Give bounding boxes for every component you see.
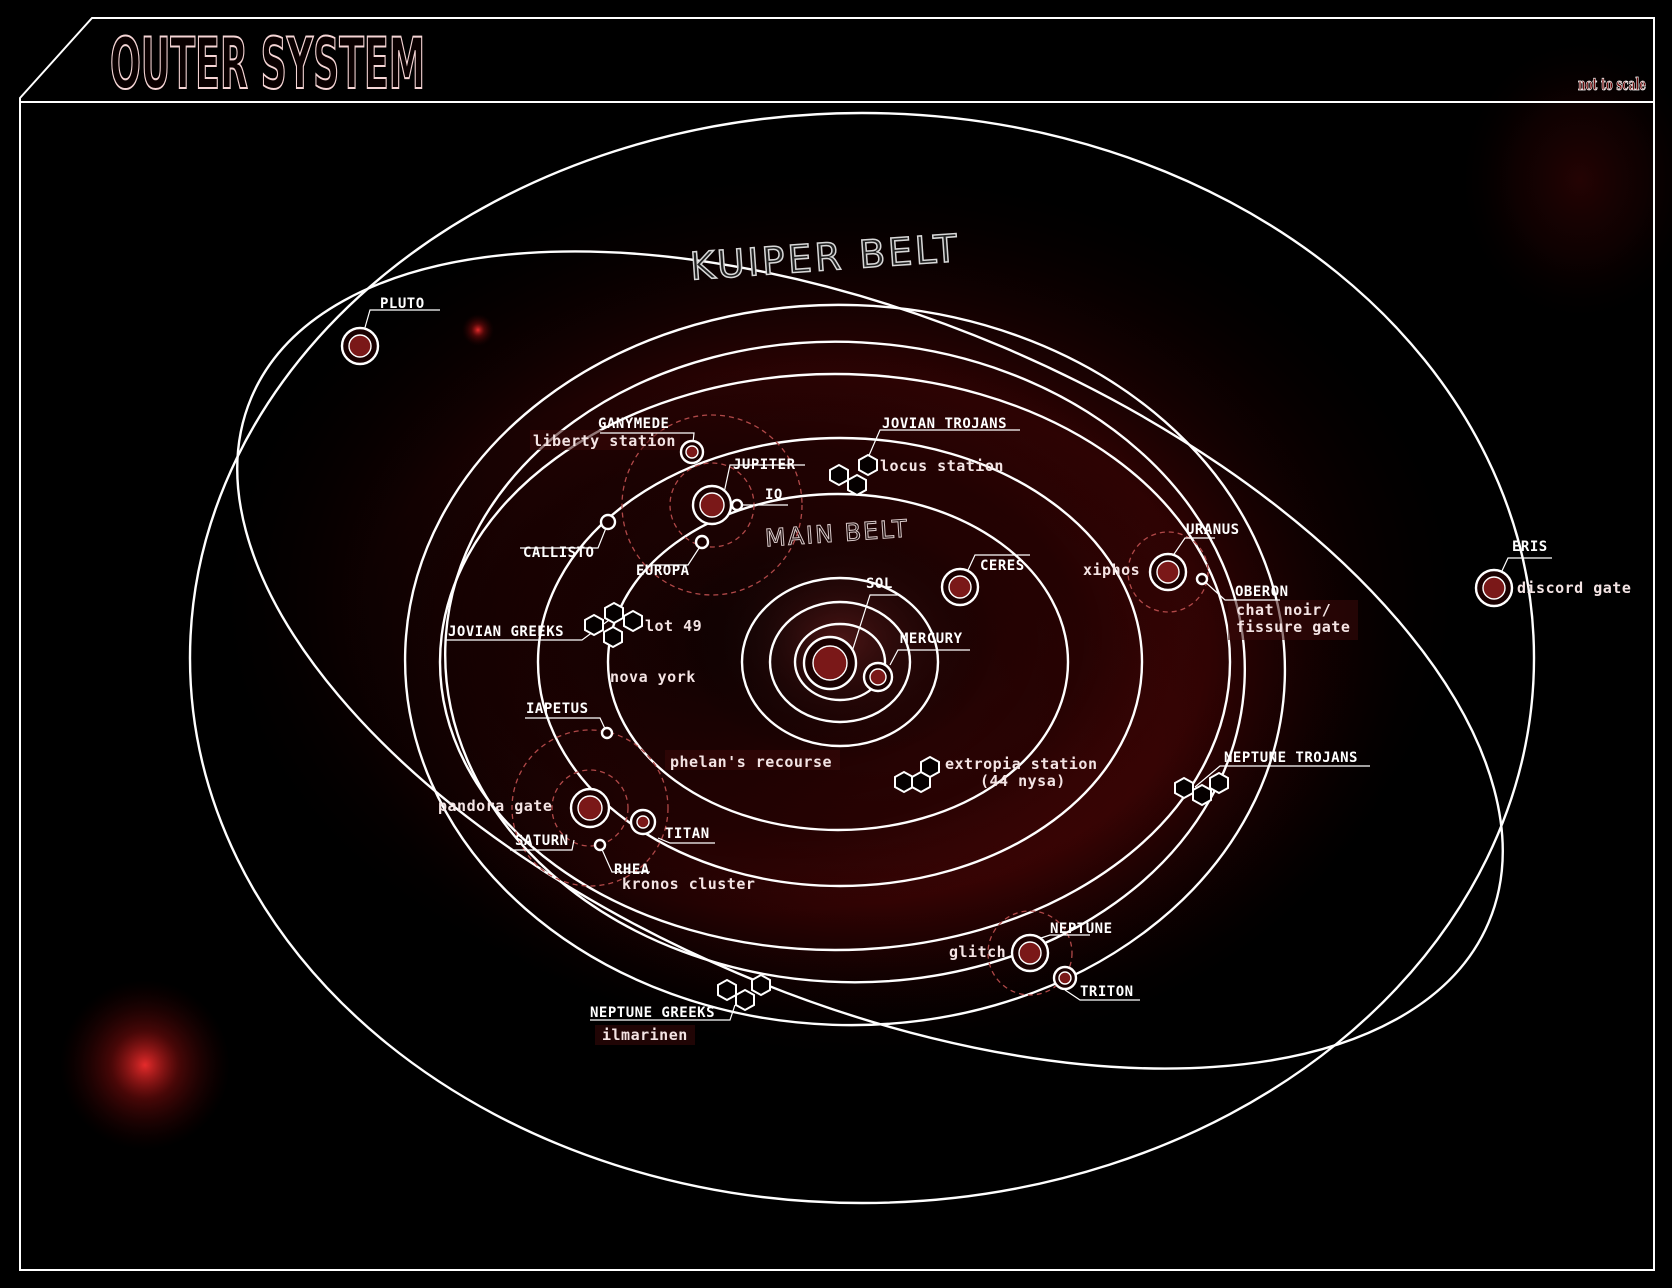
jupiter-label: JUPITER: [733, 457, 796, 473]
main-belt-label: MAIN BELT: [764, 515, 910, 553]
pluto-label: PLUTO: [380, 296, 425, 312]
nova-york-label[interactable]: nova york: [610, 668, 696, 686]
rhea-label: RHEA: [614, 862, 650, 878]
pandora-gate-label[interactable]: pandora gate: [438, 797, 552, 815]
mercury-icon[interactable]: [862, 661, 894, 693]
io-icon[interactable]: [730, 498, 744, 512]
orbit-venus: [740, 576, 940, 748]
iapetus-icon[interactable]: [600, 726, 614, 740]
red-star-glow: [60, 980, 230, 1150]
ceres-label: CERES: [980, 558, 1025, 574]
eris-icon[interactable]: [1474, 568, 1514, 608]
neptune-greeks-hexes: [717, 973, 771, 1012]
europa-icon[interactable]: [694, 534, 710, 550]
oberon-label: OBERON: [1235, 584, 1289, 600]
neptune-greeks-label: NEPTUNE GREEKS: [590, 1005, 715, 1021]
jupiter-icon[interactable]: [691, 484, 733, 526]
io-label: IO: [765, 487, 783, 503]
saturn-moon-ring-inner: [551, 769, 629, 847]
rhea-icon[interactable]: [593, 838, 607, 852]
scale-note: not to scale: [1578, 75, 1646, 95]
liberty-station-label[interactable]: liberty station: [533, 432, 676, 450]
orbit-uranus: [443, 340, 1247, 984]
saturn-moon-ring-outer: [511, 729, 669, 887]
orbit-sol-inner: [793, 622, 887, 702]
map-title: OUTER SYSTEM: [110, 23, 425, 105]
red-star-small: [462, 314, 494, 346]
jovian-trojans-label: JOVIAN TROJANS: [882, 416, 1007, 432]
iapetus-label: IAPETUS: [526, 701, 589, 717]
saturn-label: SATURN: [515, 833, 569, 849]
chat-noir-label[interactable]: chat noir/: [1236, 601, 1331, 619]
titan-icon[interactable]: [629, 808, 657, 836]
ganymede-label: GANYMEDE: [598, 416, 669, 432]
extropia-hexes: [894, 755, 940, 794]
europa-label: EUROPA: [636, 563, 690, 579]
glitch-label[interactable]: glitch: [949, 943, 1006, 961]
oberon-icon[interactable]: [1195, 572, 1209, 586]
sol-label: SOL: [866, 576, 893, 592]
eris-label: ERIS: [1512, 539, 1548, 555]
xiphos-label[interactable]: xiphos: [1083, 561, 1140, 579]
orbit-saturn: [438, 372, 1232, 952]
uranus-label: URANUS: [1186, 522, 1240, 538]
jovian-greeks-hexes: [584, 601, 643, 649]
jupiter-moon-ring-outer: [621, 414, 803, 596]
extropia-note-label: (44 nysa): [980, 772, 1066, 790]
lot-49-label[interactable]: lot 49: [645, 617, 702, 635]
discord-gate-label[interactable]: discord gate: [1517, 579, 1631, 597]
nebula-corner: [1460, 40, 1672, 320]
callisto-icon[interactable]: [599, 513, 617, 531]
sol-icon[interactable]: [802, 635, 858, 691]
orbit-pluto: [236, 250, 1504, 1070]
ilmarinen-label[interactable]: ilmarinen: [602, 1026, 688, 1044]
pluto-icon[interactable]: [340, 326, 380, 366]
uranus-icon[interactable]: [1148, 552, 1188, 592]
orbit-ceres: [606, 492, 1070, 832]
neptune-icon[interactable]: [1010, 933, 1050, 973]
ceres-icon[interactable]: [940, 567, 980, 607]
orbit-eris: [188, 111, 1536, 1205]
phelans-recourse-tag: [665, 750, 840, 770]
extropia-station-label[interactable]: extropia station: [945, 755, 1098, 773]
titan-label: TITAN: [665, 826, 710, 842]
jovian-trojans-hexes: [829, 453, 878, 497]
fissure-gate-label[interactable]: fissure gate: [1236, 618, 1350, 636]
kronos-cluster-label[interactable]: kronos cluster: [622, 875, 755, 893]
outer-frame: [19, 17, 1655, 1271]
ganymede-icon[interactable]: [679, 439, 705, 465]
saturn-icon[interactable]: [569, 787, 611, 829]
neptune-moon-ring: [987, 910, 1073, 996]
mercury-label: MERCURY: [900, 631, 963, 647]
uranus-moon-ring: [1127, 531, 1209, 613]
orbit-neptune: [403, 303, 1287, 1027]
orbit-mercury: [768, 600, 912, 724]
neptune-trojans-hexes: [1174, 771, 1229, 807]
jovian-greeks-label: JOVIAN GREEKS: [448, 624, 564, 640]
leader-lines: [359, 309, 1552, 1021]
phelans-recourse-label[interactable]: phelan's recourse: [670, 753, 832, 771]
triton-icon[interactable]: [1052, 965, 1078, 991]
neptune-label: NEPTUNE: [1050, 921, 1113, 937]
neptune-trojans-label: NEPTUNE TROJANS: [1224, 750, 1358, 766]
ilmarinen-tag: [595, 1025, 695, 1045]
liberty-station-tag: [530, 430, 680, 450]
locus-station-label[interactable]: locus station: [880, 457, 1004, 475]
triton-label: TRITON: [1080, 984, 1134, 1000]
callisto-label: CALLISTO: [523, 545, 594, 561]
orbit-jupiter: [536, 436, 1144, 888]
chat-noir-tag: [1228, 600, 1358, 640]
